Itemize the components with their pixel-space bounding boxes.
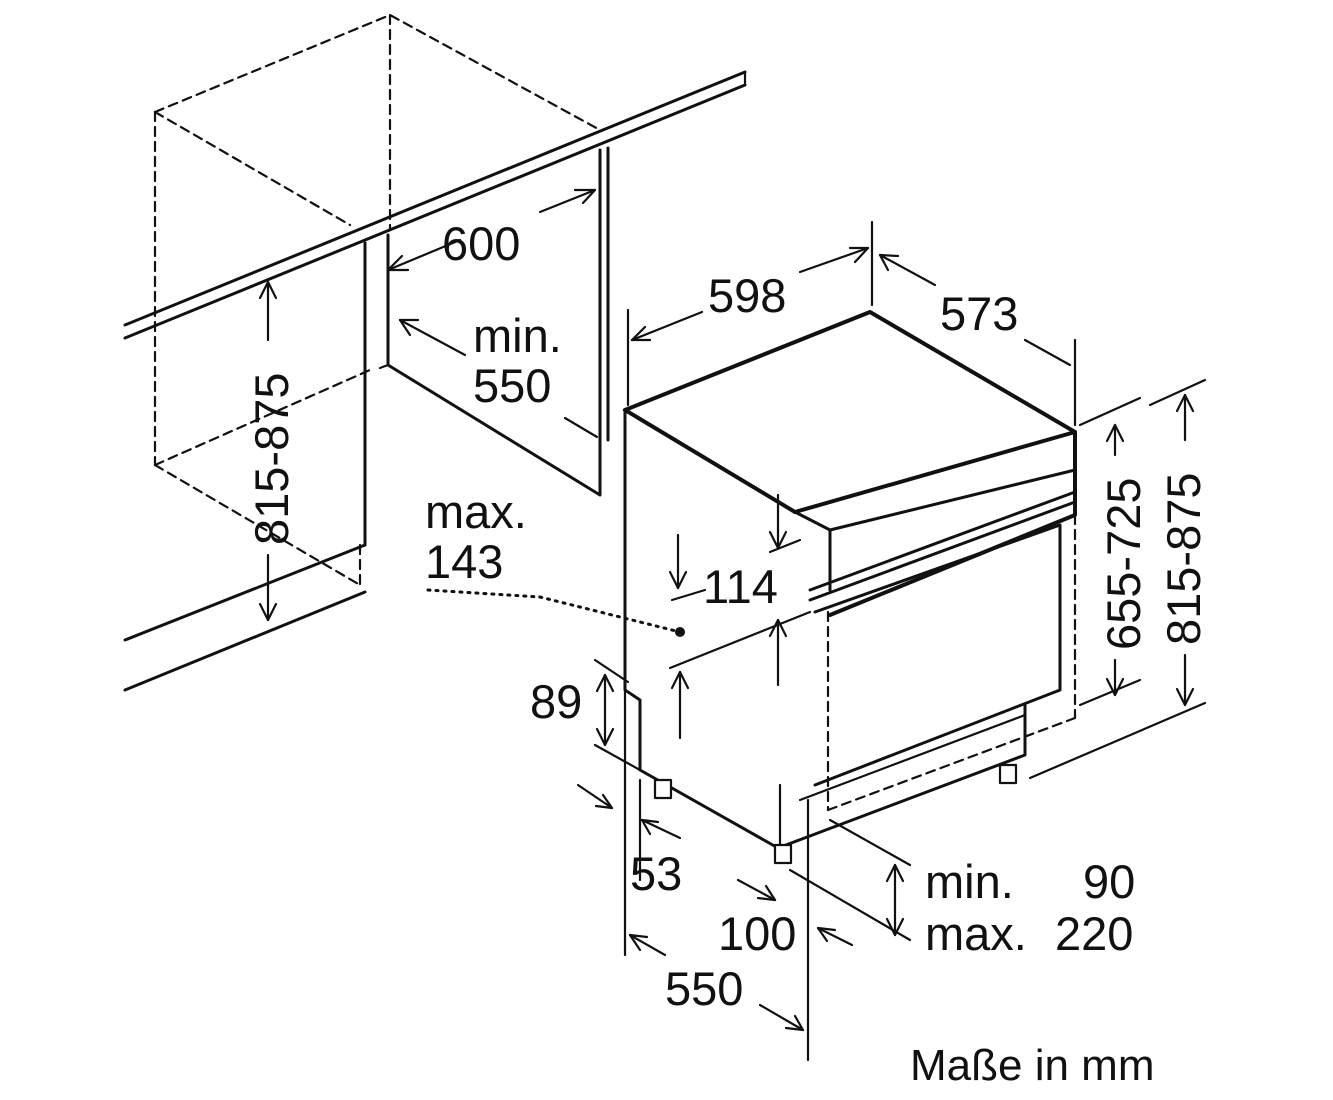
label-niche-depth-min: min.: [473, 309, 562, 362]
adjustable-feet: [653, 763, 1018, 865]
niche-side-panels: [363, 146, 610, 547]
niche-cabinet-outline: [153, 13, 602, 592]
label-foot-spacing: 100: [718, 907, 796, 960]
dishwasher-base-dashed: [826, 513, 1077, 812]
label-plinth-min: min.: [925, 855, 1014, 908]
label-niche-depth-value: 550: [473, 359, 551, 412]
label-appliance-depth: 573: [940, 287, 1018, 340]
label-connection-max: max.: [425, 485, 527, 538]
label-connection-value: 143: [425, 535, 503, 588]
label-panel-height: 655-725: [1097, 478, 1150, 651]
label-appliance-width: 598: [708, 269, 786, 322]
worktop: [123, 70, 747, 340]
label-base-depth: 550: [665, 962, 743, 1015]
dimension-lines: [258, 188, 1207, 1062]
units-caption: Maße in mm: [910, 1041, 1154, 1090]
label-appliance-height: 815-875: [1157, 473, 1210, 646]
dimension-labels: 600 min. 550 815-875 598 573 655-725 815…: [245, 217, 1210, 1090]
label-niche-width: 600: [442, 217, 520, 270]
label-control-panel-height: 114: [703, 560, 778, 613]
label-plinth-min-value: 90: [1083, 855, 1135, 908]
floor-line-left: [123, 543, 367, 692]
label-niche-height: 815-875: [245, 373, 298, 546]
label-foot-offset: 53: [630, 847, 682, 900]
label-plinth-max: max.: [925, 907, 1027, 960]
label-plinth-offset: 89: [530, 675, 582, 728]
dishwasher-body: [623, 310, 1077, 850]
label-plinth-max-value: 220: [1055, 907, 1133, 960]
